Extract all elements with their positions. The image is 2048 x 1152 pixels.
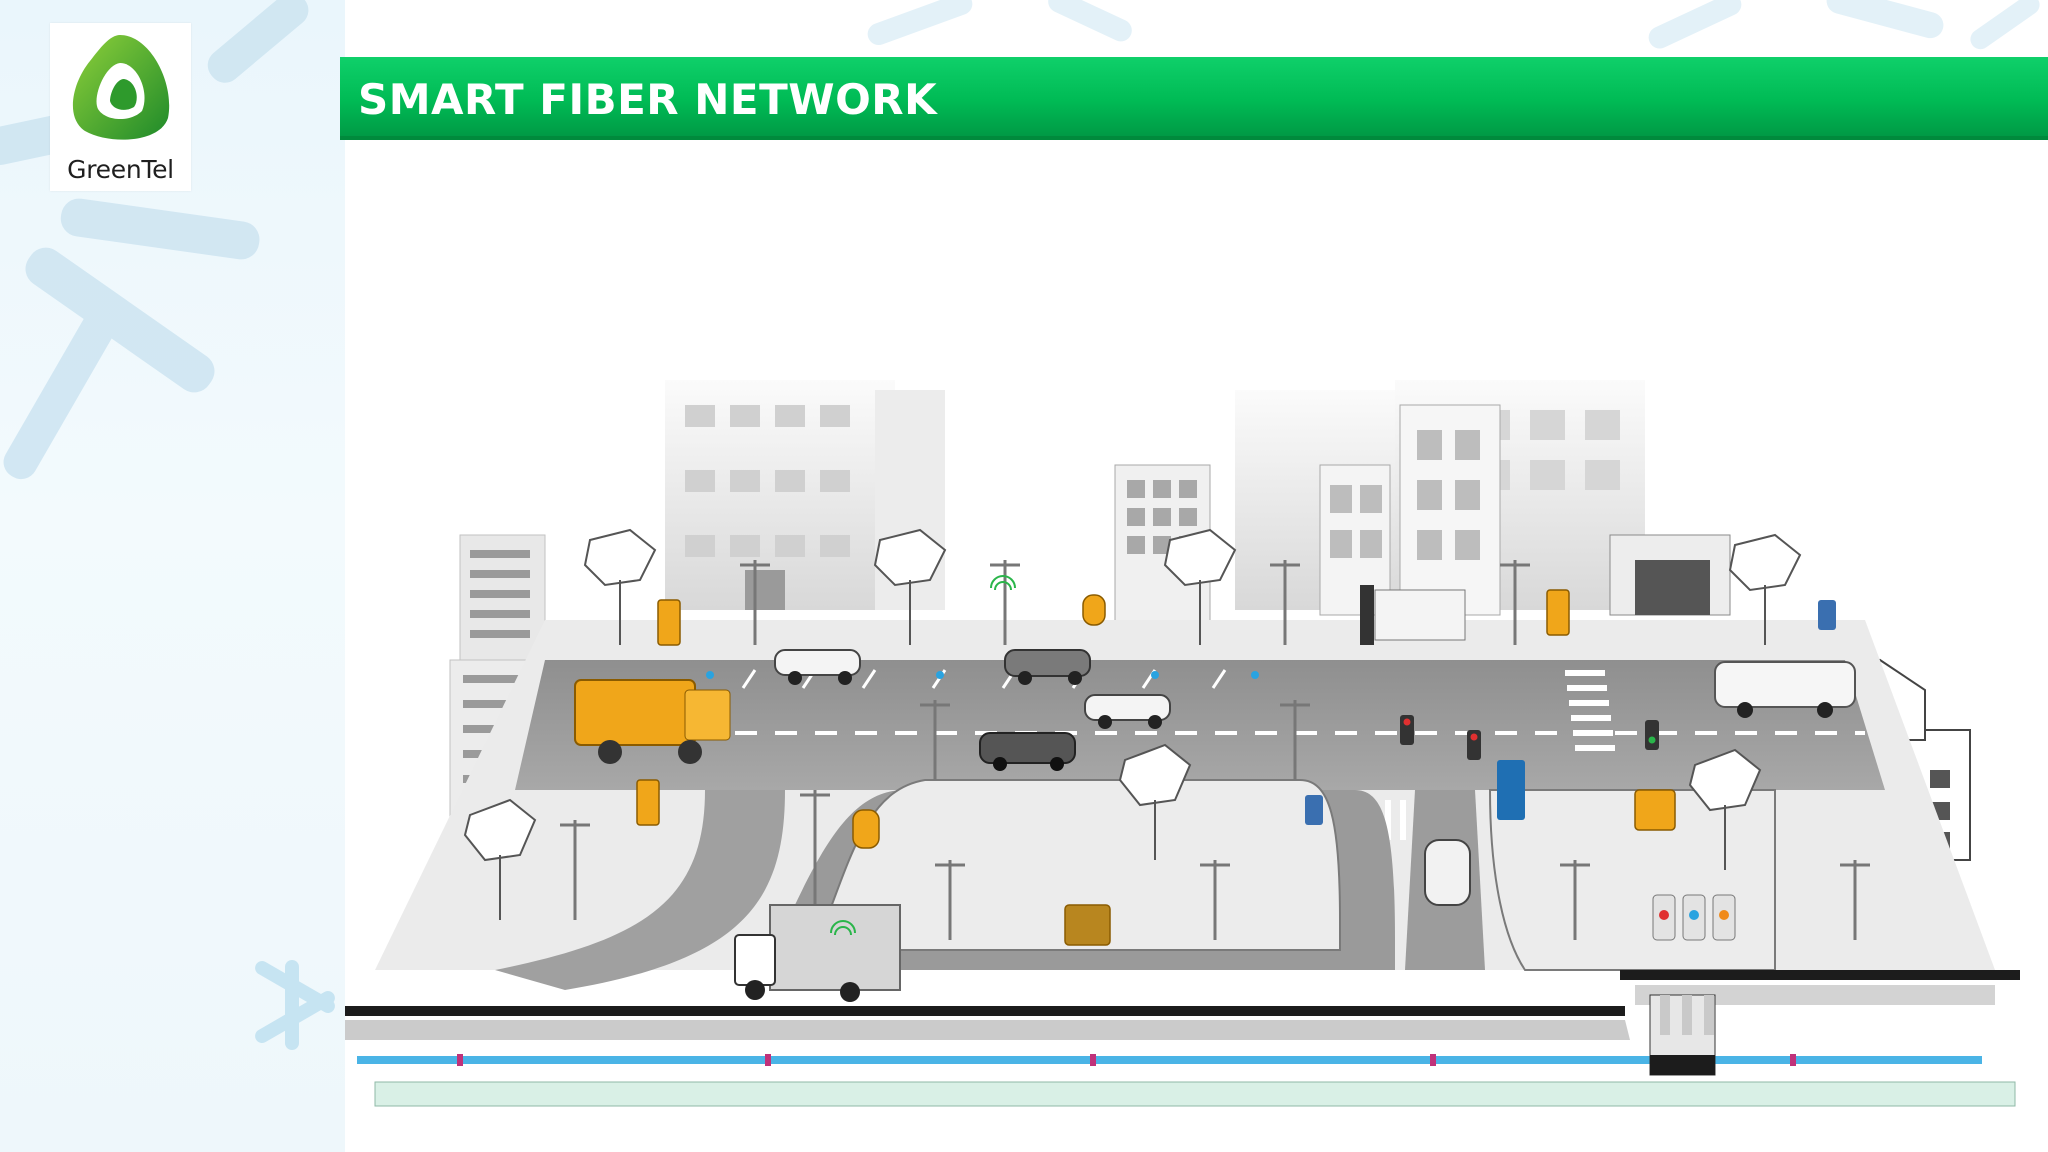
antenna-icon [830,575,1016,936]
streetlight-icon [560,560,1870,940]
top-snowflake-decoration-icon [867,0,2040,50]
parking-sensor-icon [706,671,1259,679]
park-island [813,779,1341,951]
main-road [515,660,1885,790]
logo-wordmark: GreenTel [67,155,174,184]
snowflake-decoration-icon [0,0,335,1050]
car-icon [774,649,1471,906]
smart-city-illustration [345,380,2035,1152]
sidebar-background: GreenTel [0,0,345,1152]
delivery-truck-icon [734,904,901,1002]
page-title: SMART FIBER NETWORK [358,75,938,124]
recycling-bins [1652,894,1736,941]
title-bar: SMART FIBER NETWORK [340,57,2048,140]
tree-icon [463,528,1802,920]
fiber-cable-icon [357,1054,2016,1107]
waste-bin-icon [636,589,1676,946]
bus-stop-icon [1360,585,1466,645]
bus-icon [1714,661,1856,718]
manhole-access-icon [1649,994,1716,1076]
garbage-truck-icon [574,679,731,764]
blue-bin-icon [1305,600,1836,825]
info-sign-icon [1497,760,1525,820]
traffic-light-icon [1400,715,1659,760]
greentel-logo: GreenTel [50,23,191,191]
greentel-logo-icon [72,35,170,140]
